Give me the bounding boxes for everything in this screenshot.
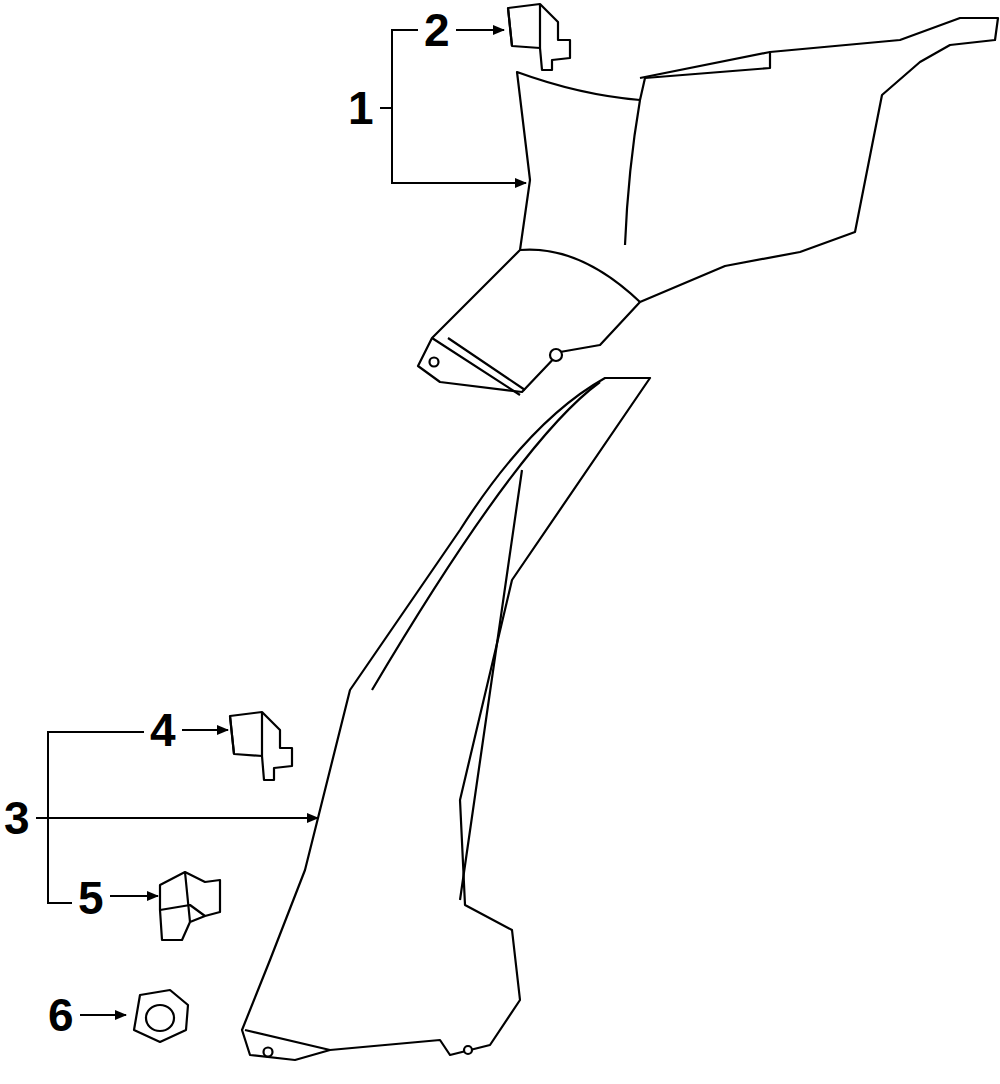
callout-number: 3 <box>4 792 30 844</box>
callout-number: 1 <box>348 82 374 134</box>
callout-number: 5 <box>78 872 104 924</box>
bracket <box>392 30 526 183</box>
leader-line <box>80 1014 126 1016</box>
clip <box>230 712 292 780</box>
leader-line <box>36 817 318 819</box>
callout-number: 4 <box>150 704 176 756</box>
callout-number: 6 <box>48 989 74 1041</box>
leader-line <box>182 729 228 731</box>
upper-trim-panel <box>418 18 998 392</box>
retainer-clip <box>160 872 220 940</box>
callout-number: 2 <box>424 4 450 56</box>
lower-pillar-panel <box>242 378 650 1060</box>
leader-line <box>456 29 504 31</box>
flange-nut <box>134 990 188 1042</box>
clip <box>508 4 570 70</box>
leader-line <box>380 107 392 109</box>
leader-line <box>110 895 158 897</box>
